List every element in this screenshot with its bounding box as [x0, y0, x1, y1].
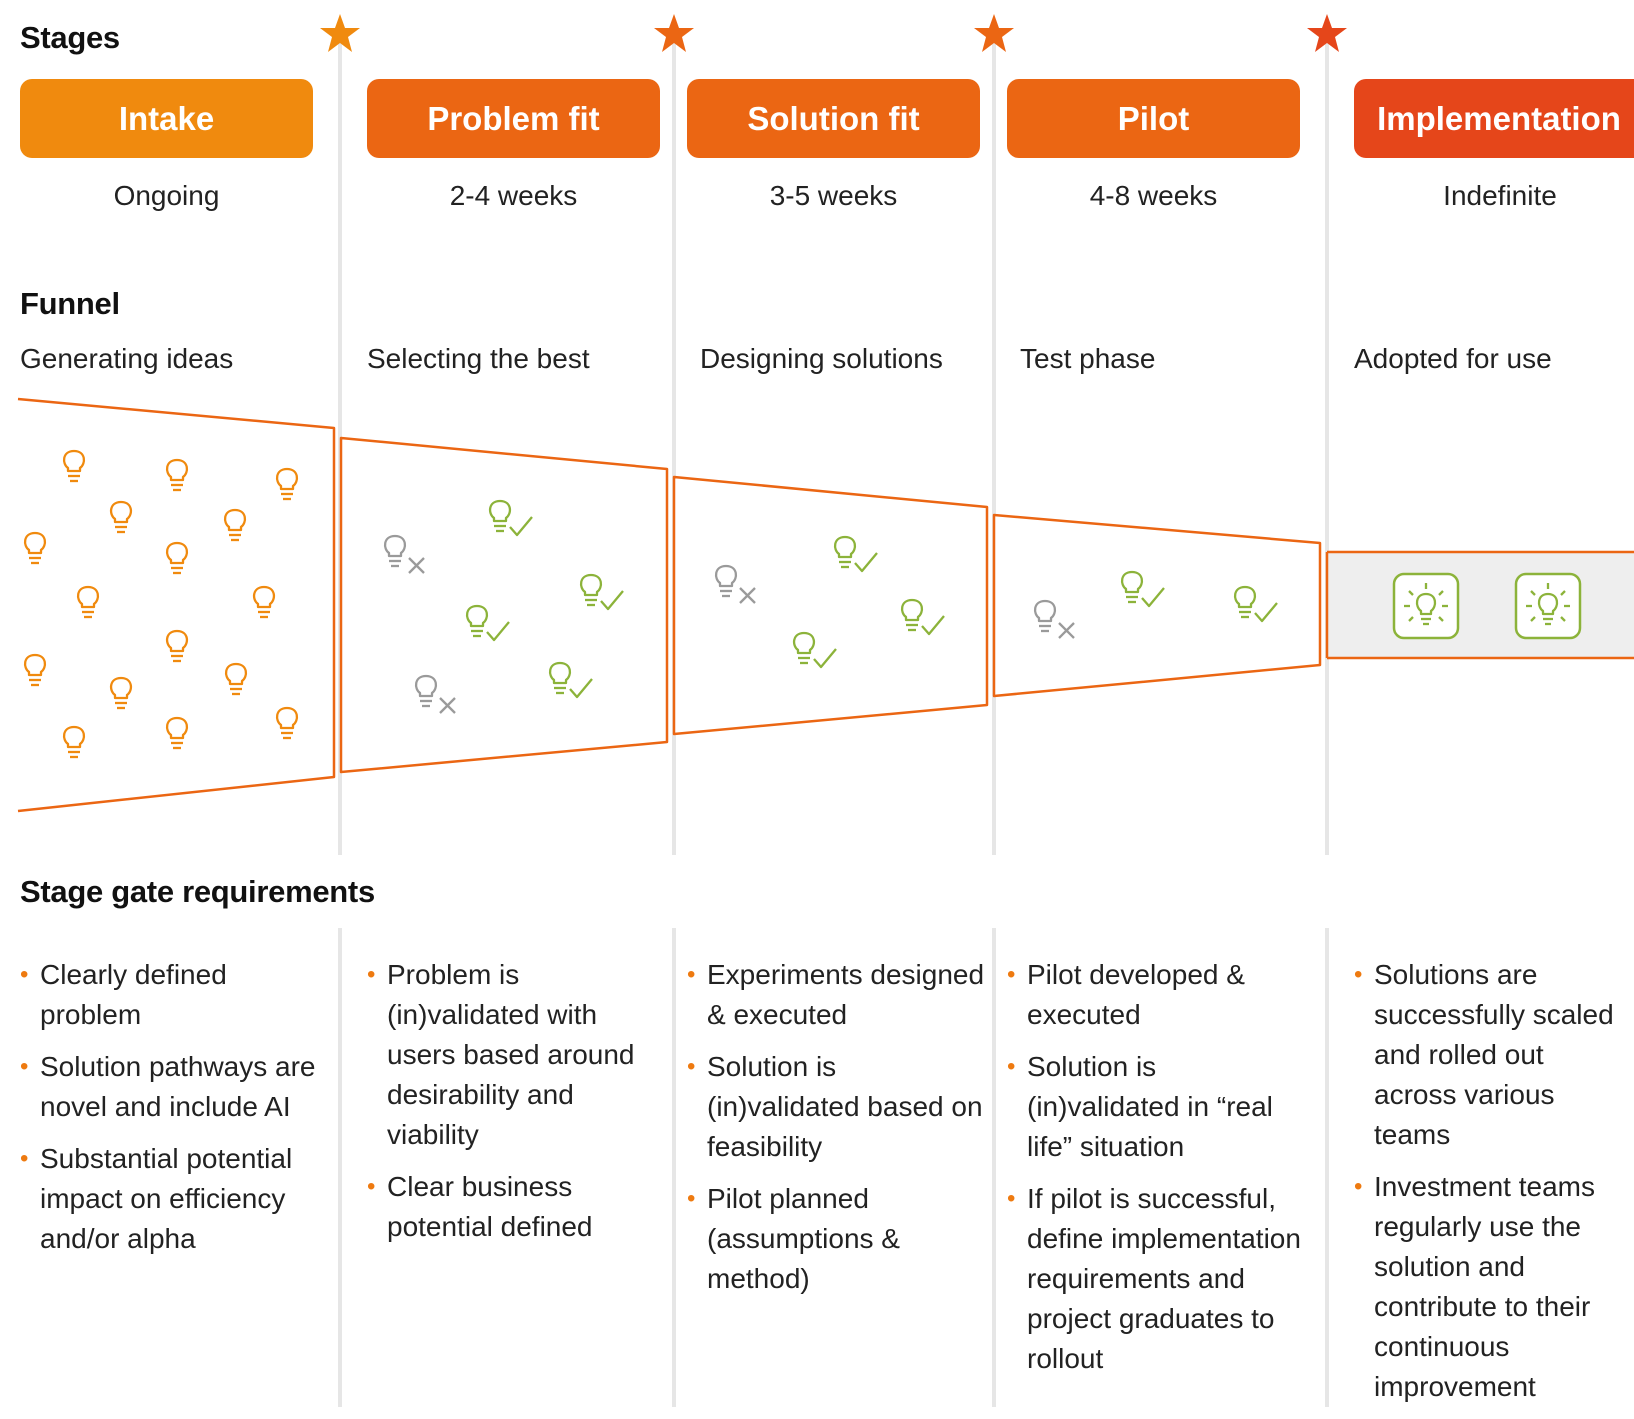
requirement-item: Clear business potential defined	[367, 1167, 662, 1247]
duration-intake: Ongoing	[113, 180, 220, 211]
lightbulb-icon	[62, 725, 86, 759]
duration-solution-fit: 3-5 weeks	[769, 180, 898, 211]
lightbulb-icon	[223, 508, 247, 542]
requirement-item: Pilot planned (assumptions & method)	[687, 1179, 987, 1299]
lightbulb-check-icon	[465, 604, 511, 642]
requirements-implementation: Solutions are successfully scaled and ro…	[1354, 955, 1632, 1419]
requirement-item: Solutions are successfully scaled and ro…	[1354, 955, 1632, 1155]
requirement-item: Clearly defined problem	[20, 955, 325, 1035]
requirements-solution-fit: Experiments designed & executed Solution…	[687, 955, 987, 1311]
lightbulb-icon	[109, 676, 133, 710]
funnel-section-pilot	[992, 513, 1322, 698]
divider-2	[672, 38, 676, 855]
lightbulb-icon	[23, 531, 47, 565]
divider-2-lower	[672, 928, 676, 1407]
lightbulb-icon	[165, 458, 189, 492]
lit-lightbulb-icon	[1514, 572, 1582, 640]
lightbulb-icon	[275, 467, 299, 501]
star-icon	[974, 14, 1014, 52]
funnel-label-problem-fit: Selecting the best	[367, 343, 590, 374]
funnel-heading: Funnel	[20, 286, 120, 321]
duration-problem-fit: 2-4 weeks	[449, 180, 578, 211]
divider-3	[992, 38, 996, 855]
star-icon	[654, 14, 694, 52]
requirement-item: Experiments designed & executed	[687, 955, 987, 1035]
requirements-intake: Clearly defined problem Solution pathway…	[20, 955, 325, 1271]
stage-solution-fit: Solution fit	[687, 79, 980, 158]
requirement-item: Pilot developed & executed	[1007, 955, 1312, 1035]
stages-heading: Stages	[20, 20, 120, 55]
funnel-section-intake	[17, 397, 336, 813]
lightbulb-x-icon	[714, 564, 757, 605]
divider-3-lower	[992, 928, 996, 1407]
requirement-item: Investment teams regularly use the solut…	[1354, 1167, 1632, 1407]
lightbulb-check-icon	[579, 573, 625, 611]
funnel-section-problem-fit	[339, 436, 669, 774]
funnel-section-solution-fit	[672, 475, 989, 736]
lightbulb-icon	[224, 662, 248, 696]
lightbulb-check-icon	[792, 631, 838, 669]
duration-implementation: Indefinite	[1443, 180, 1557, 211]
lightbulb-x-icon	[1033, 599, 1076, 640]
funnel-label-pilot: Test phase	[1020, 343, 1156, 374]
lightbulb-icon	[165, 541, 189, 575]
lightbulb-check-icon	[1233, 585, 1279, 623]
funnel-section-implementation	[1327, 552, 1634, 658]
divider-1	[338, 38, 342, 855]
star-icon	[320, 14, 360, 52]
requirements-heading: Stage gate requirements	[20, 874, 375, 909]
stage-implementation: Implementation	[1354, 79, 1634, 158]
lightbulb-x-icon	[414, 674, 457, 715]
lightbulb-icon	[109, 500, 133, 534]
stage-pilot: Pilot	[1007, 79, 1300, 158]
requirement-item: Solution is (in)validated in “real life”…	[1007, 1047, 1312, 1167]
lightbulb-check-icon	[548, 661, 594, 699]
funnel-label-solution-fit: Designing solutions	[700, 343, 943, 374]
lightbulb-icon	[76, 585, 100, 619]
requirement-item: If pilot is successful, define implement…	[1007, 1179, 1312, 1379]
lightbulb-check-icon	[833, 535, 879, 573]
stage-problem-fit: Problem fit	[367, 79, 660, 158]
requirements-pilot: Pilot developed & executed Solution is (…	[1007, 955, 1312, 1391]
requirement-item: Solution is (in)validated based on feasi…	[687, 1047, 987, 1167]
lightbulb-check-icon	[488, 499, 534, 537]
star-icon	[1307, 14, 1347, 52]
divider-1-lower	[338, 928, 342, 1407]
lit-lightbulb-icon	[1392, 572, 1460, 640]
duration-pilot: 4-8 weeks	[1089, 180, 1218, 211]
lightbulb-x-icon	[383, 534, 426, 575]
requirement-item: Substantial potential impact on efficien…	[20, 1139, 325, 1259]
lightbulb-check-icon	[1120, 570, 1166, 608]
lightbulb-icon	[62, 449, 86, 483]
lightbulb-check-icon	[900, 598, 946, 636]
funnel-label-intake: Generating ideas	[20, 343, 234, 374]
lightbulb-icon	[165, 716, 189, 750]
funnel-label-implementation: Adopted for use	[1354, 343, 1552, 374]
lightbulb-icon	[23, 653, 47, 687]
requirement-item: Problem is (in)validated with users base…	[367, 955, 662, 1155]
divider-4	[1325, 38, 1329, 855]
divider-4-lower	[1325, 928, 1329, 1407]
requirements-problem-fit: Problem is (in)validated with users base…	[367, 955, 662, 1259]
lightbulb-icon	[252, 585, 276, 619]
stage-intake: Intake	[20, 79, 313, 158]
lightbulb-icon	[275, 706, 299, 740]
requirement-item: Solution pathways are novel and include …	[20, 1047, 325, 1127]
lightbulb-icon	[165, 629, 189, 663]
